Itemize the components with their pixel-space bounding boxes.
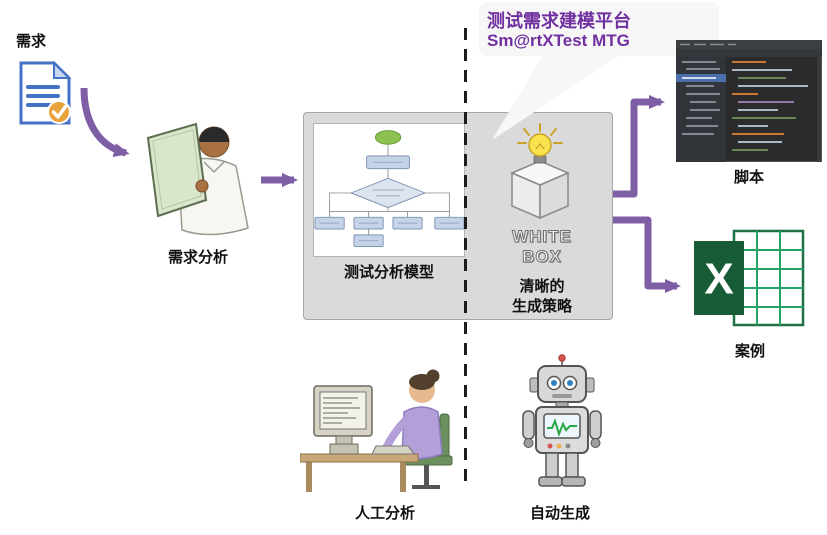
requirements-document-icon: [19, 60, 72, 125]
script-label: 脚本: [733, 169, 764, 186]
dashed-divider: [464, 28, 467, 490]
robot-icon: [522, 354, 602, 487]
excel-icon: X: [694, 229, 805, 327]
flowchart-thumbnail-icon: [314, 130, 465, 248]
strategy-label: 清晰的 生成策略: [482, 277, 602, 316]
requirements-label: 需求: [16, 33, 47, 50]
check-badge-icon: [47, 100, 71, 124]
analyst-figure-icon: [146, 122, 249, 236]
modeling-platform-box: 测试分析模型 WHITE BOX 清晰的 生成策略: [303, 112, 613, 320]
white-box-line1: WHITE: [512, 227, 572, 247]
analyst-label: 需求分析: [167, 249, 228, 266]
arrow-platform-to-cases: [613, 216, 681, 293]
lightbulb-box-icon: [510, 123, 570, 220]
white-box-line2: BOX: [522, 246, 562, 266]
excel-x-letter: X: [704, 255, 733, 304]
platform-subtitle: Sm@rtXTest MTG: [487, 31, 630, 50]
test-model-label: 测试分析模型: [343, 264, 434, 281]
strategy-line1: 清晰的: [519, 278, 565, 295]
strategy-line2: 生成策略: [511, 297, 572, 315]
arrow-requirements-to-analyst: [80, 87, 130, 157]
auto-generation-label: 自动生成: [529, 505, 590, 522]
platform-title: 测试需求建模平台: [487, 11, 631, 31]
test-model-panel: [313, 123, 465, 257]
white-box-label: WHITE BOX: [482, 227, 602, 267]
person-at-computer-icon: [300, 369, 453, 492]
arrow-platform-to-script: [613, 95, 665, 198]
script-screenshot-icon: [676, 40, 822, 162]
manual-analysis-label: 人工分析: [354, 505, 415, 522]
cases-label: 案例: [734, 343, 765, 360]
